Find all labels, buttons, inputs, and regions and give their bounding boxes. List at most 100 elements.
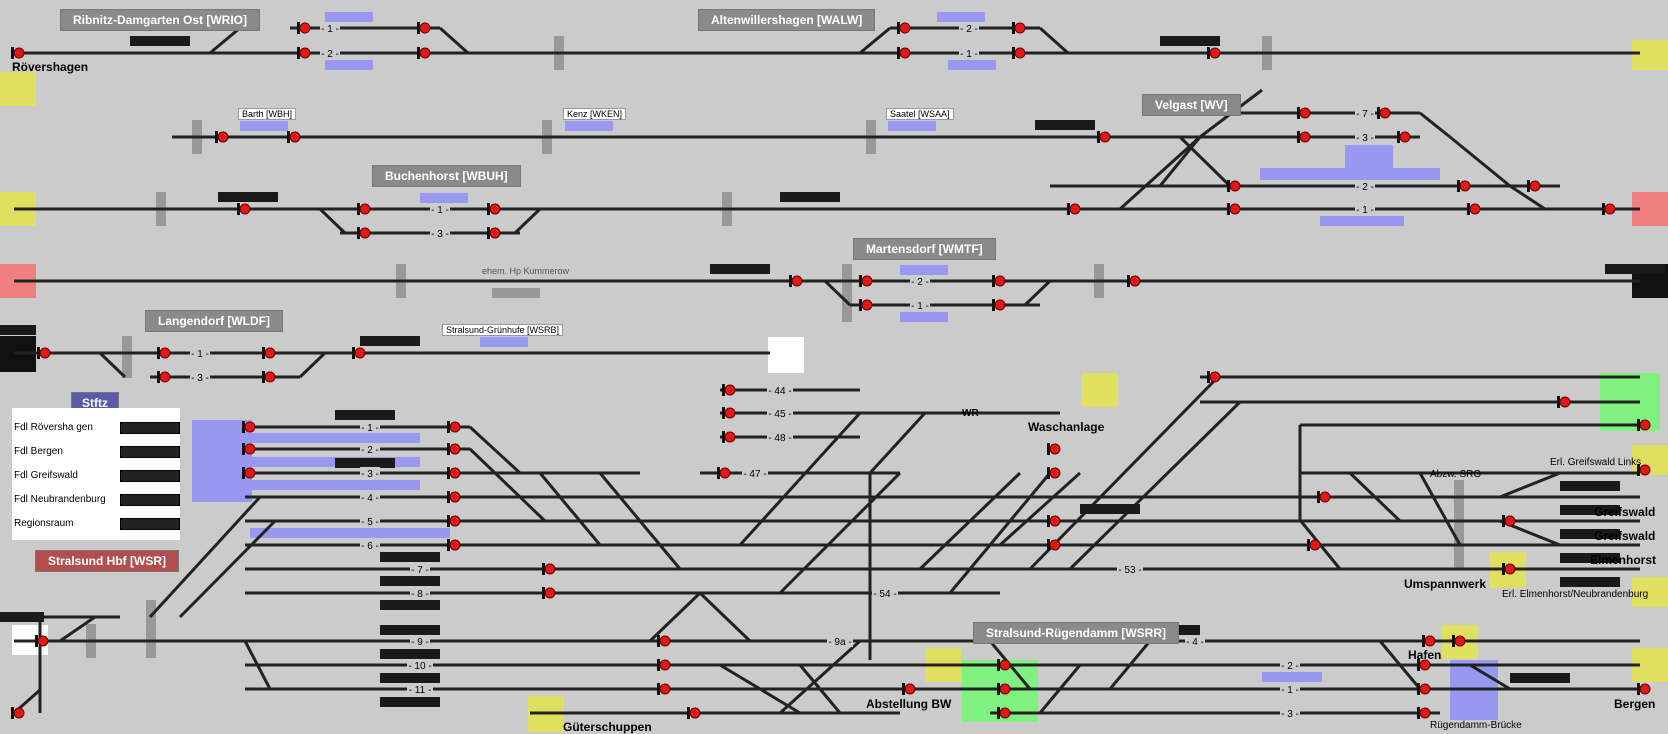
place-abstellung: Abstellung BW [866, 697, 952, 711]
track-number-tag: - 9 - [410, 635, 430, 648]
platforms [192, 12, 1498, 720]
track-number-labels: - 1 - - 2 - - 2 - - 1 - - 7 - - 3 - - 2 - - 1 -… [190, 22, 1375, 720]
track-number-tag: - 47 - [742, 467, 768, 480]
svg-text:- 9 -: - 9 - [411, 637, 429, 648]
svg-text:- 2 -: - 2 - [361, 445, 379, 456]
track-number-tag: - 3 - [190, 371, 210, 384]
track-number-tag: - 10 - [407, 659, 433, 672]
track-number-tag: - 1 - [190, 347, 210, 360]
station-label-walw: Altenwillershagen [WALW] [698, 9, 876, 31]
place-erl-greifswald-links: Erl. Greifswald Links [1550, 457, 1642, 468]
svg-text:- 1 -: - 1 - [960, 49, 978, 60]
route-displays [0, 36, 1665, 707]
track-number-tag: - 48 - [767, 431, 793, 444]
track-number-tag: - 5 - [360, 515, 380, 528]
track-number-tag: - 4 - [360, 491, 380, 504]
legend-item: Fdl Greifswald [14, 470, 78, 481]
halt-label-saatel: Saatel [WSAA] [886, 108, 954, 120]
svg-text:- 1 -: - 1 - [321, 24, 339, 35]
legend-item: Regionsraum [14, 518, 74, 529]
legend-indicator[interactable] [120, 422, 180, 434]
place-umspannwerk: Umspannwerk [1404, 577, 1487, 591]
legend-indicator[interactable] [120, 494, 180, 506]
svg-text:- 2 -: - 2 - [1356, 182, 1374, 193]
track-number-tag: - 44 - [767, 384, 793, 397]
svg-text:- 3 -: - 3 - [191, 373, 209, 384]
place-waschanlage: Waschanlage [1028, 420, 1105, 434]
place-rugendamm-brucke: Rügendamm-Brücke [1430, 720, 1522, 731]
place-elmenhorst: Elmenhorst [1590, 553, 1657, 567]
track-number-tag: - 1 - [360, 421, 380, 434]
track-number-tag: - 1 - [320, 22, 340, 35]
place-greifswald-1: Greifswald [1594, 505, 1656, 519]
svg-text:- 48 -: - 48 - [768, 433, 791, 444]
svg-text:- 4 -: - 4 - [1186, 637, 1204, 648]
track-number-tag: - 3 - [1355, 131, 1375, 144]
svg-text:- 1 -: - 1 - [1281, 685, 1299, 696]
place-abzw-srg: Abzw. SRG [1430, 469, 1482, 480]
svg-text:- 47 -: - 47 - [743, 469, 766, 480]
svg-text:- 1 -: - 1 - [191, 349, 209, 360]
indicator-boxes [0, 40, 1668, 732]
station-label-wmtf: Martensdorf [WMTF] [853, 238, 996, 260]
station-label-wsrr: Stralsund-Rügendamm [WSRR] [973, 622, 1179, 644]
svg-text:- 45 -: - 45 - [768, 409, 791, 420]
halt-label-kummerow: ehem. Hp Kummerow [482, 266, 570, 276]
legend-item: Fdl Bergen [14, 446, 63, 457]
track-number-tag: - 6 - [360, 539, 380, 552]
track-number-tag: - 2 - [1280, 659, 1300, 672]
svg-text:- 3 -: - 3 - [431, 229, 449, 240]
track-number-tag: - 1 - [959, 47, 979, 60]
track-number-tag: - 2 - [360, 443, 380, 456]
place-wr: WR [962, 408, 979, 419]
svg-text:- 6 -: - 6 - [361, 541, 379, 552]
station-label-wrio: Ribnitz-Damgarten Ost [WRIO] [60, 9, 260, 31]
svg-text:- 53 -: - 53 - [1118, 565, 1141, 576]
track-number-tag: - 8 - [410, 587, 430, 600]
svg-text:- 44 -: - 44 - [768, 386, 791, 397]
svg-text:- 2 -: - 2 - [911, 277, 929, 288]
legend-indicator[interactable] [120, 518, 180, 530]
svg-text:- 5 -: - 5 - [361, 517, 379, 528]
track-number-tag: - 1 - [1280, 683, 1300, 696]
track-number-tag: - 2 - [1355, 180, 1375, 193]
svg-text:- 11 -: - 11 - [409, 685, 432, 696]
svg-text:- 3 -: - 3 - [1281, 709, 1299, 720]
svg-text:- 2 -: - 2 - [321, 49, 339, 60]
place-greifswald-2: Greifswald [1594, 529, 1656, 543]
legend-indicator[interactable] [120, 446, 180, 458]
svg-text:- 1 -: - 1 - [1356, 205, 1374, 216]
svg-text:- 1 -: - 1 - [911, 301, 929, 312]
track-number-tag: - 2 - [959, 22, 979, 35]
track-number-tag: - 3 - [430, 227, 450, 240]
svg-text:- 10 -: - 10 - [408, 661, 431, 672]
track-number-tag: - 45 - [767, 407, 793, 420]
station-label-wv: Velgast [WV] [1142, 94, 1241, 116]
place-rovershagen: Rövershagen [12, 60, 89, 74]
svg-text:- 8 -: - 8 - [411, 589, 429, 600]
legend-indicator[interactable] [120, 470, 180, 482]
svg-text:- 3 -: - 3 - [1356, 133, 1374, 144]
track-number-tag: - 3 - [360, 467, 380, 480]
station-label-wldf: Langendorf [WLDF] [145, 310, 283, 332]
legend-item: Fdl Röversha gen [14, 422, 93, 433]
svg-text:- 3 -: - 3 - [361, 469, 379, 480]
svg-text:- 1 -: - 1 - [361, 423, 379, 434]
halt-label-grunhufe: Stralsund-Grünhufe [WSRB] [442, 324, 564, 336]
track-number-tag: - 9a - [827, 635, 853, 648]
place-guterschuppen: Güterschuppen [563, 720, 652, 734]
svg-text:- 9a -: - 9a - [828, 637, 851, 648]
legend-item: Fdl Neubrandenburg [14, 494, 106, 505]
place-erl-elmenhorst: Erl. Elmenhorst/Neubrandenburg [1502, 589, 1649, 600]
track-number-tag: - 7 - [1355, 107, 1375, 120]
track-number-tag: - 2 - [910, 275, 930, 288]
svg-text:- 7 -: - 7 - [411, 565, 429, 576]
halt-label-kenz: Kenz [WKEN] [563, 108, 627, 120]
track-number-tag: - 11 - [407, 683, 433, 696]
place-bergen: Bergen [1614, 697, 1656, 711]
svg-text:- 2 -: - 2 - [960, 24, 978, 35]
track-number-tag: - 53 - [1117, 563, 1143, 576]
track-number-tag: - 4 - [1185, 635, 1205, 648]
svg-text:- 54 -: - 54 - [873, 589, 896, 600]
